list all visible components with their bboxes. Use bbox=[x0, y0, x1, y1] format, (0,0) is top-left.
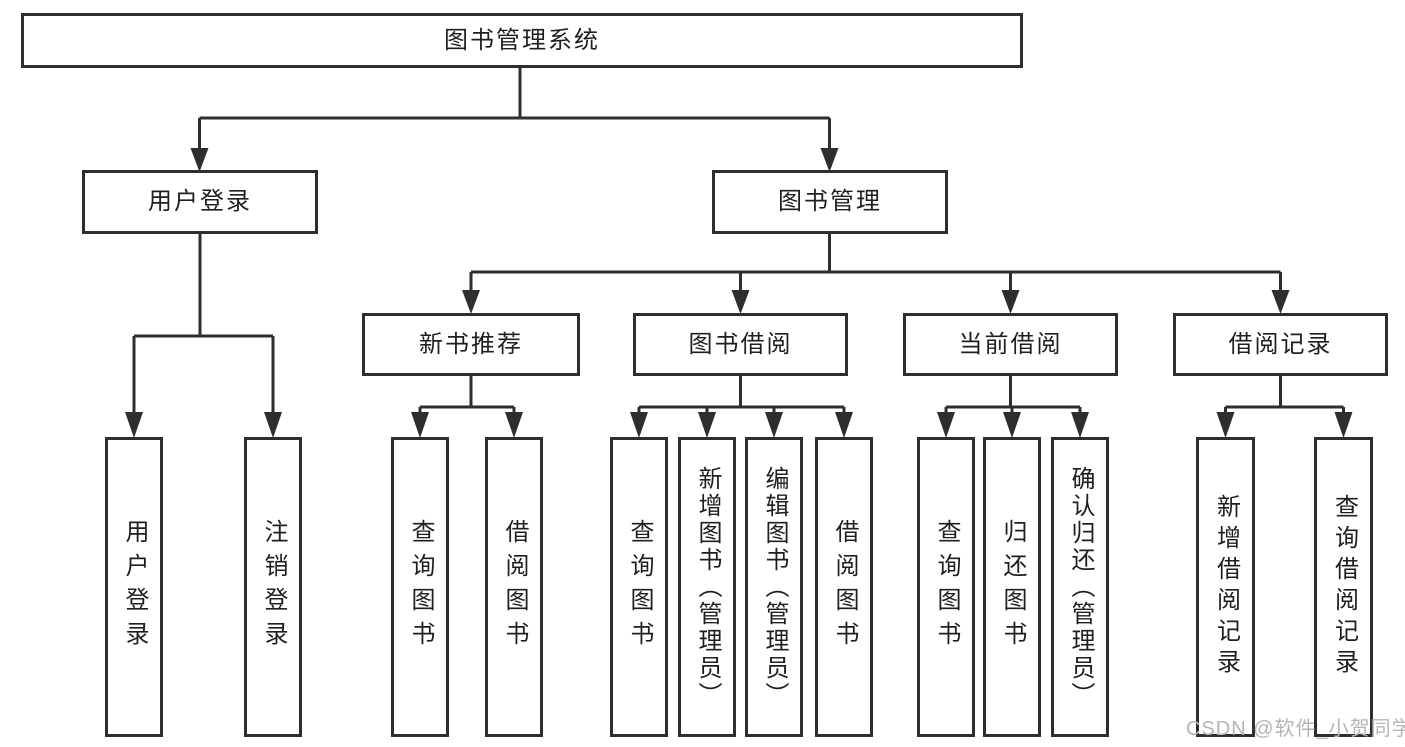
leaf-logout: 注销登录 bbox=[244, 437, 302, 737]
leaf-add-books-admin: 新增图书（管理员） bbox=[678, 437, 736, 737]
leaf-query-books-recommend: 查询图书 bbox=[391, 437, 449, 737]
node-book-management: 图书管理 bbox=[712, 170, 948, 234]
leaf-return-books: 归还图书 bbox=[983, 437, 1041, 737]
leaf-query-borrow-record: 查询借阅记录 bbox=[1314, 437, 1373, 737]
leaf-edit-books-admin: 编辑图书（管理员） bbox=[745, 437, 803, 737]
leaf-confirm-return-admin: 确认归还（管理员） bbox=[1051, 437, 1109, 737]
node-current-borrowing: 当前借阅 bbox=[903, 313, 1118, 376]
node-new-book-recommendation: 新书推荐 bbox=[362, 313, 580, 376]
leaf-borrow-books: 借阅图书 bbox=[815, 437, 873, 737]
leaf-user-login: 用户登录 bbox=[105, 437, 163, 737]
node-borrowing-records: 借阅记录 bbox=[1173, 313, 1388, 376]
leaf-borrow-books-recommend: 借阅图书 bbox=[485, 437, 543, 737]
csdn-watermark: CSDN @软件_小贺同学 bbox=[1186, 718, 1405, 740]
node-user-login: 用户登录 bbox=[82, 170, 318, 234]
leaf-add-borrow-record: 新增借阅记录 bbox=[1196, 437, 1255, 737]
leaf-query-books-current: 查询图书 bbox=[917, 437, 975, 737]
leaf-query-books-borrowing: 查询图书 bbox=[610, 437, 668, 737]
node-library-management-system: 图书管理系统 bbox=[21, 13, 1023, 68]
node-book-borrowing: 图书借阅 bbox=[633, 313, 848, 376]
